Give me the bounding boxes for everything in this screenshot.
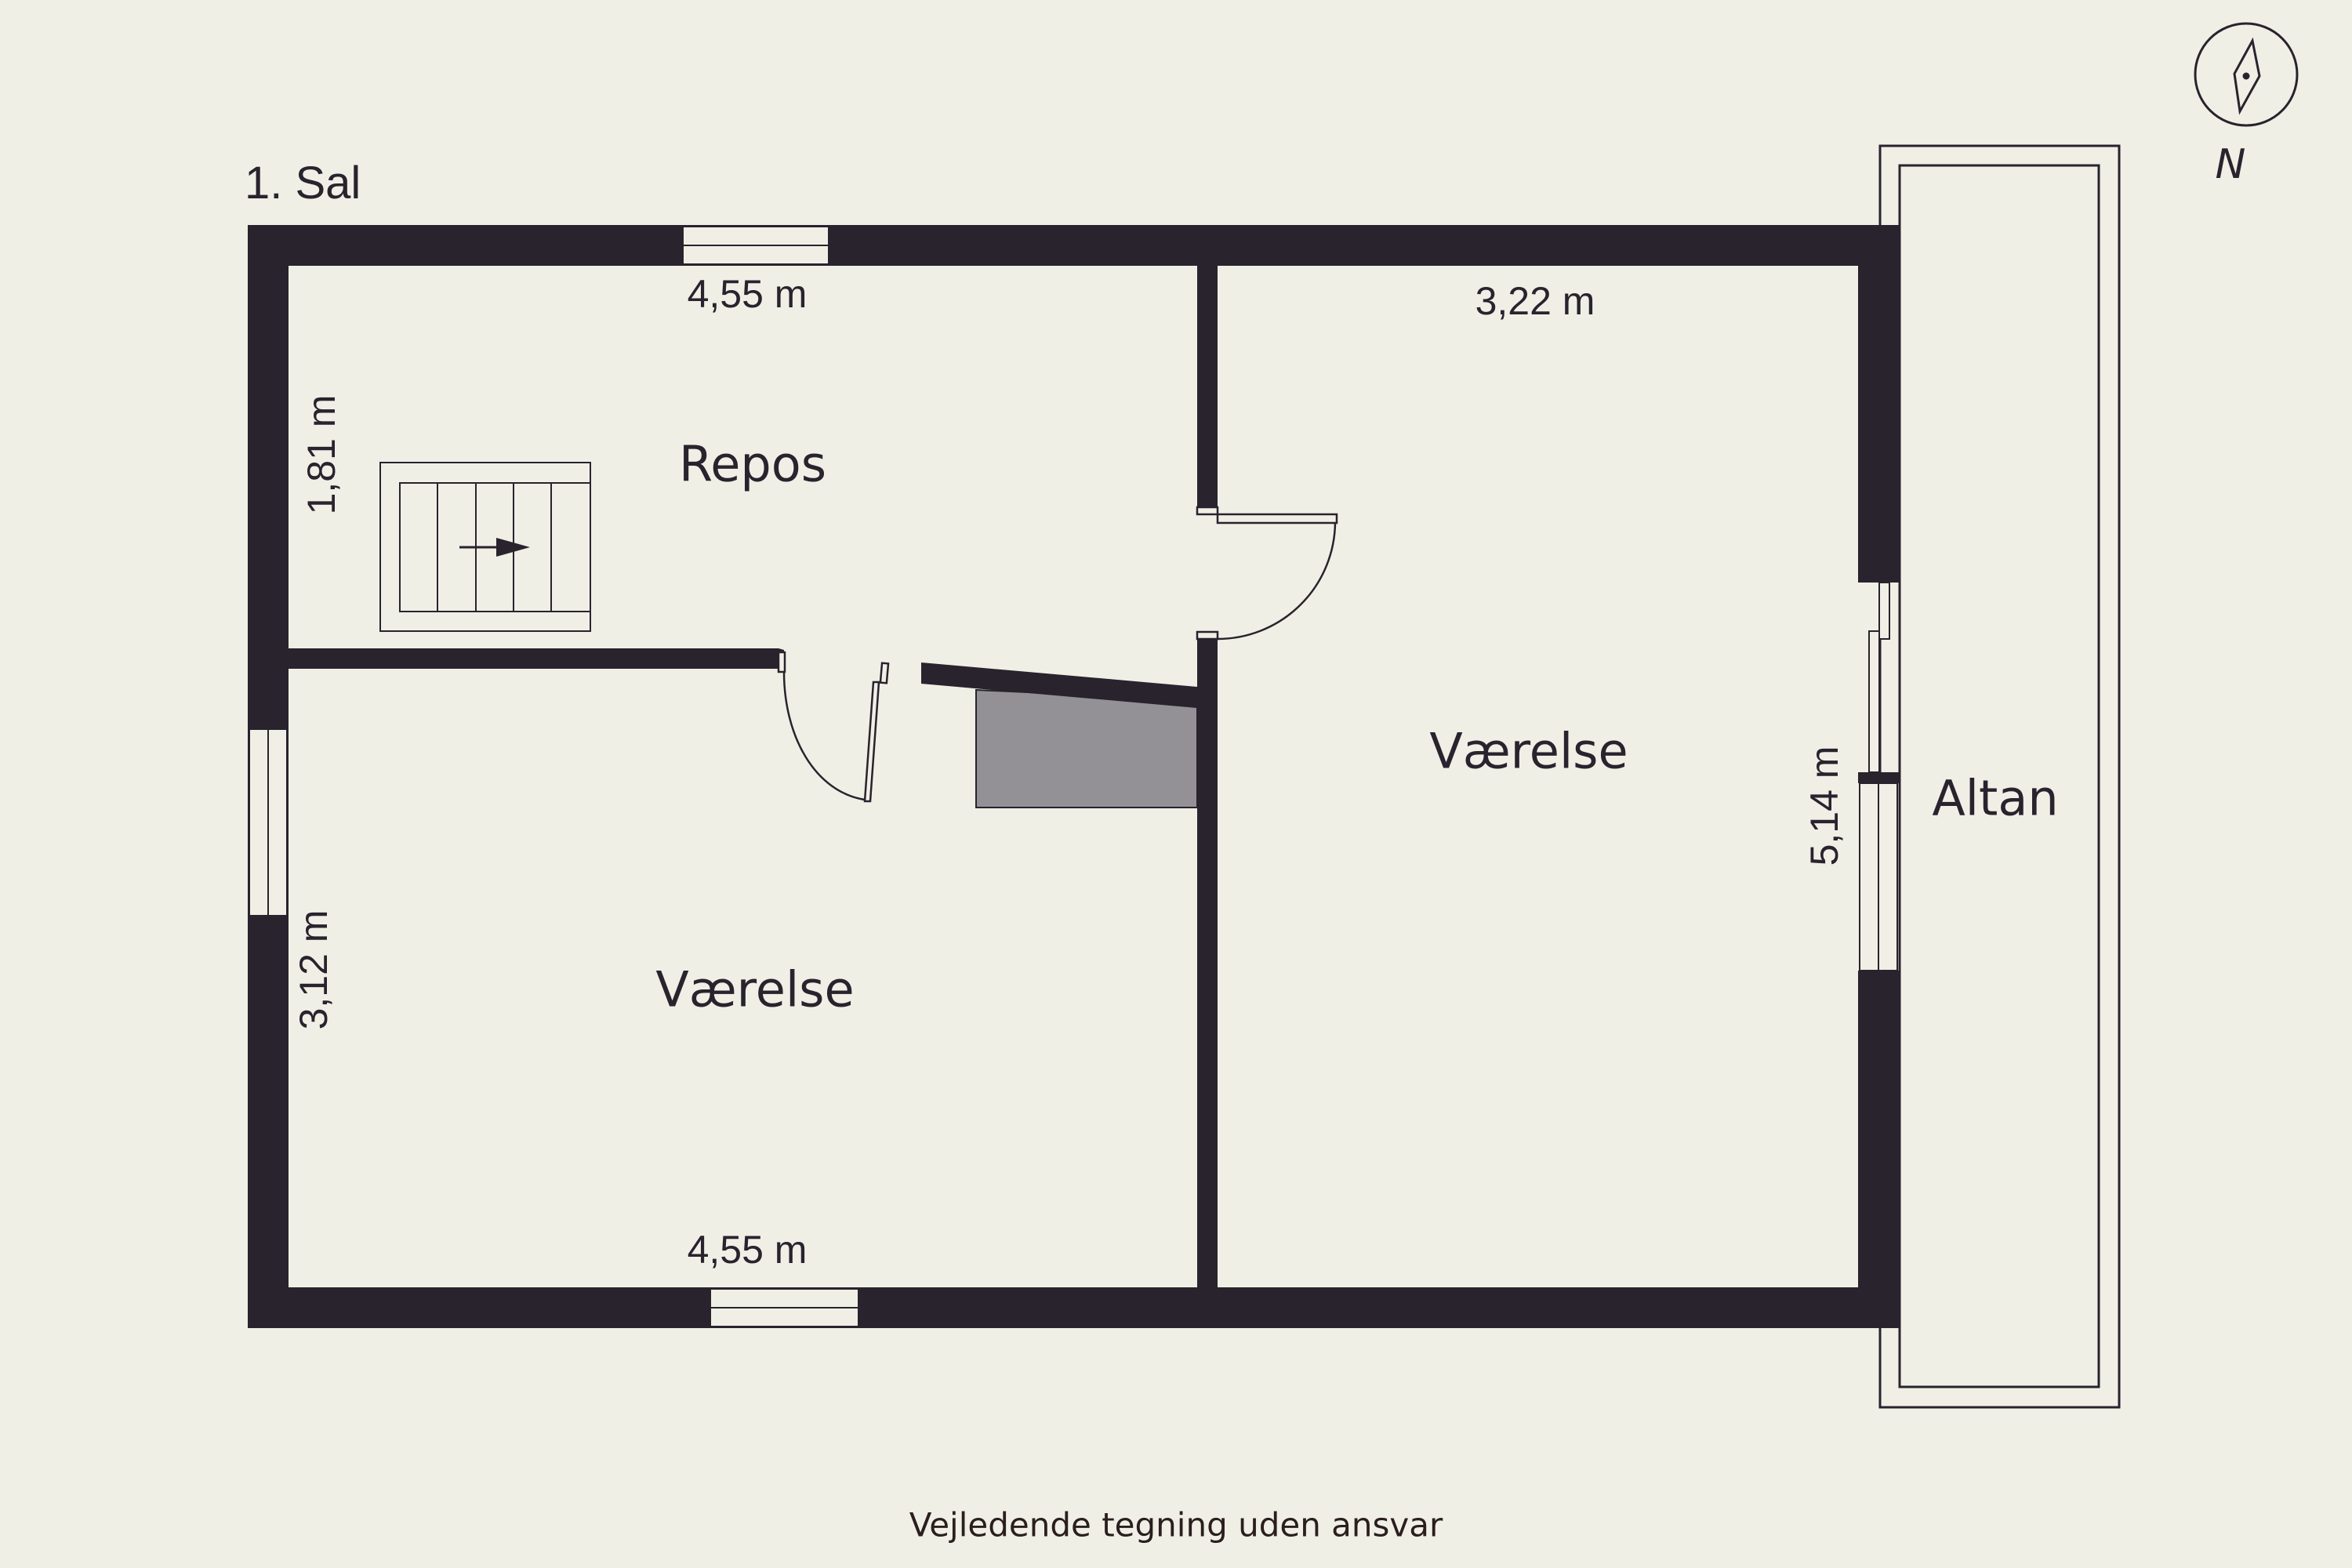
door-left-room	[777, 651, 890, 803]
dimension-vaerelse-left-depth: 3,12 m	[292, 909, 336, 1030]
door-right-room	[1196, 506, 1338, 641]
storage-area	[975, 688, 1198, 808]
stairs-icon	[379, 462, 591, 632]
compass-north-label: N	[2215, 141, 2246, 188]
interior-walls	[289, 266, 1218, 1287]
sliding-door	[1868, 582, 1890, 773]
floor-title: 1. Sal	[245, 158, 361, 209]
window-right	[1859, 782, 1898, 971]
windows	[249, 226, 1898, 1327]
dimension-vaerelse-left-width: 4,55 m	[687, 1228, 808, 1272]
room-label-vaerelse-left: Værelse	[655, 960, 855, 1018]
dimension-vaerelse-right-depth: 5,14 m	[1802, 746, 1846, 866]
dimension-vaerelse-right-width: 3,22 m	[1475, 279, 1595, 323]
window-top	[682, 226, 829, 265]
room-label-altan: Altan	[1932, 769, 2059, 827]
compass-icon	[2194, 22, 2299, 127]
dimension-repos-depth: 1,81 m	[299, 394, 343, 515]
window-left	[249, 728, 288, 916]
disclaimer-text: Vejledende tegning uden ansvar	[909, 1505, 1443, 1544]
window-bottom	[710, 1288, 859, 1327]
room-label-repos: Repos	[678, 435, 827, 493]
dimension-repos-width: 4,55 m	[687, 272, 808, 316]
room-label-vaerelse-right: Værelse	[1429, 722, 1628, 780]
